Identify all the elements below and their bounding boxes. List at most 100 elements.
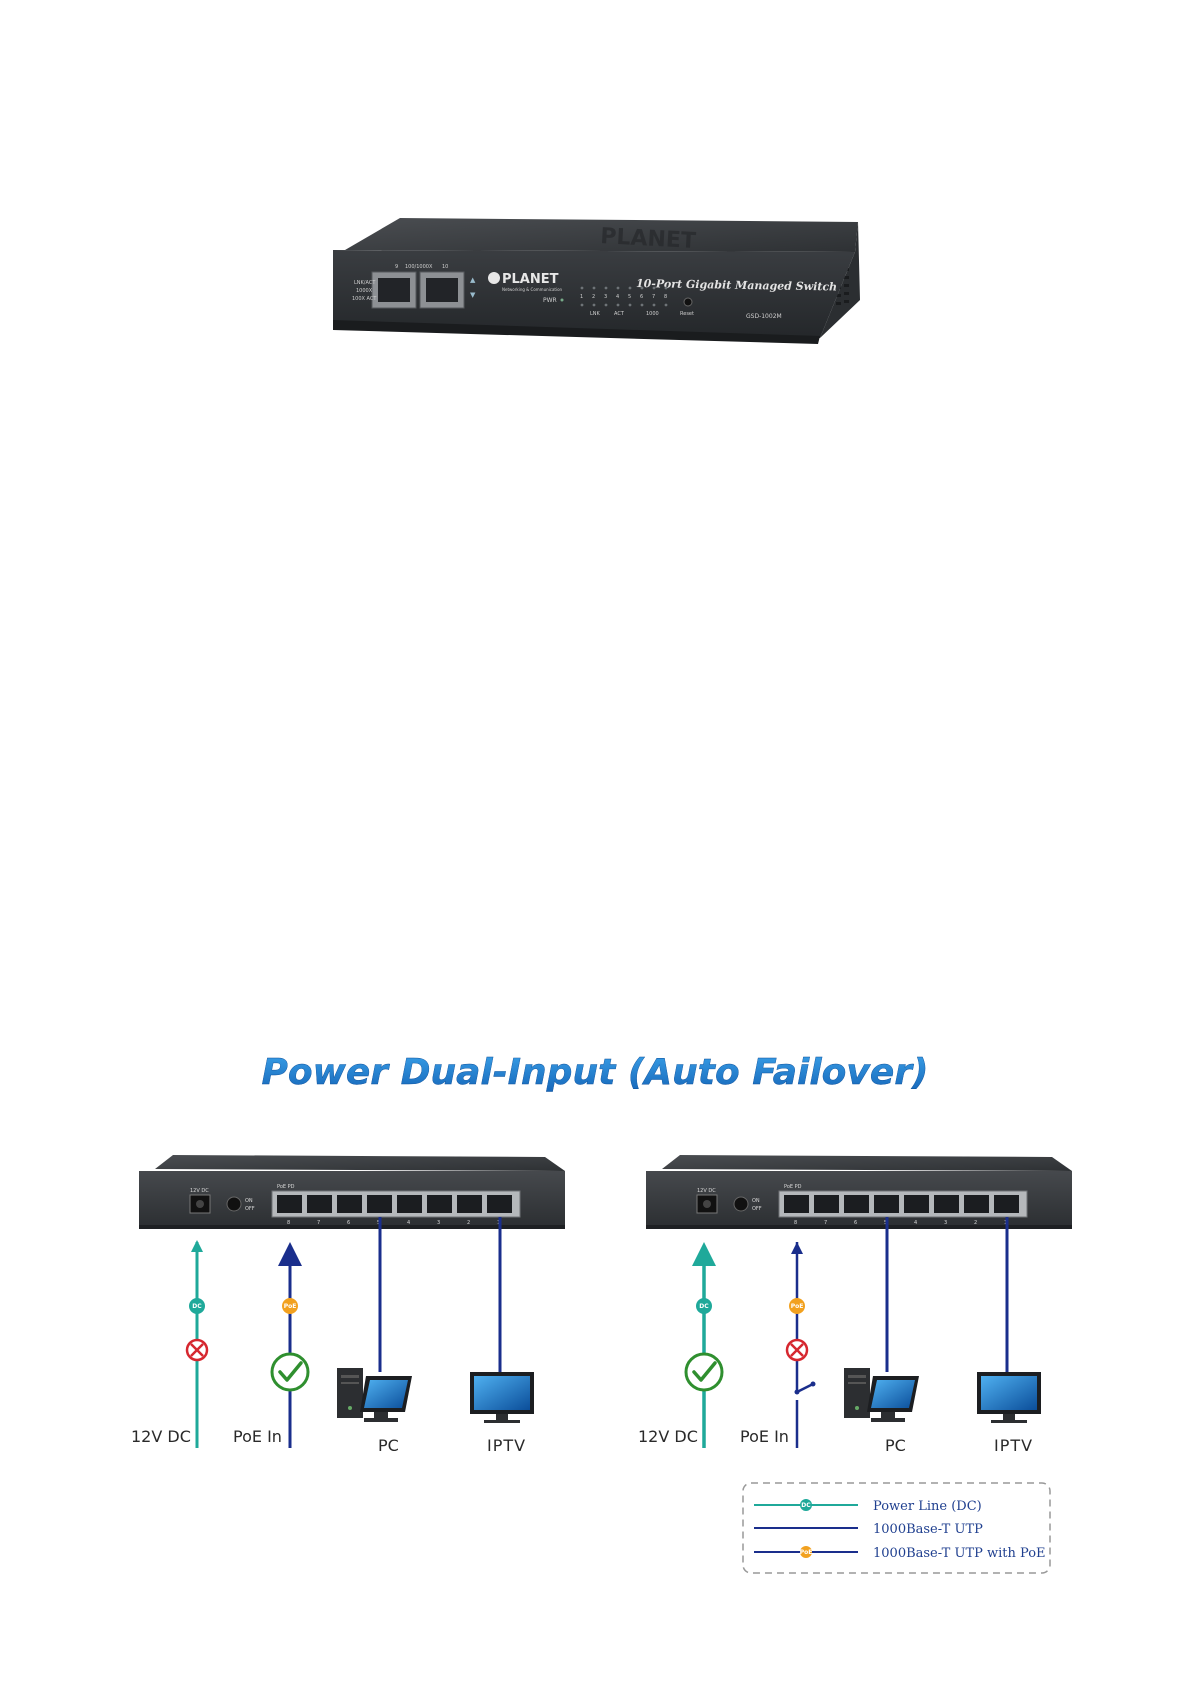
- sfp-port-9-number: 9: [395, 264, 398, 270]
- scenario-2-dc-jack-pin: [703, 1200, 711, 1208]
- scenario-1-dc-jack-pin: [196, 1200, 204, 1208]
- scenario-2-pc-icon: [844, 1368, 919, 1422]
- sfp-port-10-slot: [426, 278, 458, 302]
- legend-poe-badge: [800, 1546, 812, 1558]
- switch-side-panel: [820, 222, 860, 338]
- scenario-1-switch-on: ON: [245, 1198, 253, 1204]
- product-model: GSD-1002M: [746, 313, 782, 320]
- scenario-2-pc-label: PC: [885, 1436, 906, 1455]
- scenario-1-switch-off: OFF: [245, 1206, 255, 1212]
- scenario-1-rj45-ports: [277, 1195, 512, 1213]
- scenario-1-dc-badge-text: DC: [192, 1303, 202, 1310]
- scenario-1: 12V DC ON OFF PoE PD 8 7 6 5 4 3 2 1: [131, 1155, 565, 1455]
- scenario-2-dc-badge: [696, 1298, 712, 1314]
- scenario-1-pc-label: PC: [378, 1436, 399, 1455]
- scenario-2-port-6-number: 6: [854, 1220, 857, 1226]
- scenario-1-poe-badge: [282, 1298, 298, 1314]
- legend-dc-badge: [800, 1499, 812, 1511]
- sfp-1000x-label: 1000X: [356, 288, 373, 294]
- scenario-2-dc-badge-text: DC: [699, 1303, 709, 1310]
- scenario-2-iptv-label: IPTV: [994, 1436, 1033, 1455]
- legend-box: DC Power Line (DC) 1000Base-T UTP PoE 10…: [742, 1482, 1051, 1574]
- scenario-2-port-2-number: 2: [974, 1220, 977, 1226]
- scenario-2-poe-open-switch: [796, 1382, 814, 1394]
- front-brand-tagline: Networking & Communication: [502, 287, 563, 292]
- led-legend-1000: 1000: [646, 311, 659, 317]
- sfp-speed-label: 100/1000X: [405, 264, 433, 270]
- led-port-2: 2: [592, 294, 595, 300]
- scenario-1-port-8-number: 8: [287, 1220, 290, 1226]
- sfp-led-up-icon: ▲: [470, 276, 476, 284]
- sfp-port-9-slot: [378, 278, 410, 302]
- scenario-2-dc-arrowhead: [692, 1242, 716, 1266]
- diagram-title: Power Dual-Input (Auto Failover): [261, 1052, 928, 1093]
- planet-logo-icon: [488, 272, 500, 284]
- legend-poe-badge-text: PoE: [800, 1549, 813, 1556]
- scenario-2-dc-ok-icon: [684, 1352, 724, 1392]
- scenario-1-panel-dc-text: 12V DC: [190, 1188, 209, 1194]
- pwr-led: [560, 298, 564, 302]
- scenario-2-poe-switch-end: [810, 1381, 816, 1387]
- scenario-2-panel-poe-text: PoE PD: [784, 1184, 802, 1190]
- scenario-1-switch-top: [155, 1155, 565, 1171]
- switch-top-cover: [345, 218, 858, 252]
- scenario-2-port-3-number: 3: [944, 1220, 947, 1226]
- scenario-2-poe-badge: [789, 1298, 805, 1314]
- scenario-2-poe-label: PoE In: [740, 1427, 789, 1446]
- scenario-1-poe-ok-icon: [270, 1352, 310, 1392]
- led-port-5: 5: [628, 294, 631, 300]
- scenario-1-poe-arrowhead: [278, 1242, 302, 1266]
- scenario-1-dc-arrowhead: [191, 1240, 203, 1252]
- scenario-1-port-3-number: 3: [437, 1220, 440, 1226]
- led-port-6: 6: [640, 294, 643, 300]
- reset-label: Reset: [680, 311, 694, 317]
- scenario-2: 12V DC ON OFF PoE PD 8 7 6 5 4 3 2 1: [638, 1155, 1072, 1455]
- led-legend-act: ACT: [614, 311, 625, 317]
- sfp-port-10-number: 10: [442, 264, 448, 270]
- led-port-3: 3: [604, 294, 607, 300]
- switch-base: [333, 320, 820, 344]
- scenario-2-power-switch: [733, 1196, 749, 1212]
- scenario-2-poe-arrowhead: [791, 1242, 803, 1254]
- scenario-1-port-7-number: 7: [317, 1220, 320, 1226]
- scenario-1-iptv-label: IPTV: [487, 1436, 526, 1455]
- scenario-1-panel-poe-text: PoE PD: [277, 1184, 295, 1190]
- scenario-2-poe-switch-pivot: [794, 1389, 800, 1395]
- legend-dc-badge-text: DC: [801, 1502, 811, 1509]
- scenario-1-power-switch: [226, 1196, 242, 1212]
- scenario-1-iptv-icon: [470, 1372, 534, 1423]
- sfp-100x-label: 100X ACT: [352, 296, 377, 302]
- sfp-lnk-label: LNK/ACT: [354, 280, 376, 286]
- switch-product-image: PLANET 100/1000X 9 10 LNK/ACT 1000X 100X…: [333, 218, 860, 344]
- legend-label-dc: Power Line (DC): [873, 1499, 982, 1514]
- scenario-1-dc-fail-icon: [185, 1338, 209, 1362]
- scenario-1-pc-icon: [337, 1368, 412, 1422]
- scenario-2-switch-base: [646, 1225, 1072, 1229]
- product-description: 10-Port Gigabit Managed Switch: [636, 277, 837, 294]
- led-port-7: 7: [652, 294, 655, 300]
- scenario-1-poe-badge-text: PoE: [284, 1303, 297, 1310]
- pwr-label: PWR: [543, 297, 557, 304]
- led-legend-lnk: LNK: [590, 311, 601, 317]
- scenario-1-port-2-number: 2: [467, 1220, 470, 1226]
- scenario-2-port-7-number: 7: [824, 1220, 827, 1226]
- scenario-1-switch-base: [139, 1225, 565, 1229]
- scenario-2-switch-top: [662, 1155, 1072, 1171]
- sfp-led-down-icon: ▼: [470, 291, 476, 299]
- legend-label-poe: 1000Base-T UTP with PoE: [873, 1546, 1046, 1561]
- front-brand-logo: PLANET: [502, 272, 559, 287]
- scenario-2-poe-badge-text: PoE: [791, 1303, 804, 1310]
- scenario-2-switch-off: OFF: [752, 1206, 762, 1212]
- scenario-1-port-4-number: 4: [407, 1220, 410, 1226]
- reset-button: [683, 297, 693, 307]
- led-port-4: 4: [616, 294, 619, 300]
- port-led-grid: [580, 286, 668, 307]
- scenario-2-iptv-icon: [977, 1372, 1041, 1423]
- led-port-8: 8: [664, 294, 667, 300]
- scenario-2-port-8-number: 8: [794, 1220, 797, 1226]
- scenario-1-dc-label: 12V DC: [131, 1427, 191, 1446]
- scenario-2-panel-dc-text: 12V DC: [697, 1188, 716, 1194]
- legend-label-utp: 1000Base-T UTP: [873, 1522, 983, 1537]
- scenario-2-dc-label: 12V DC: [638, 1427, 698, 1446]
